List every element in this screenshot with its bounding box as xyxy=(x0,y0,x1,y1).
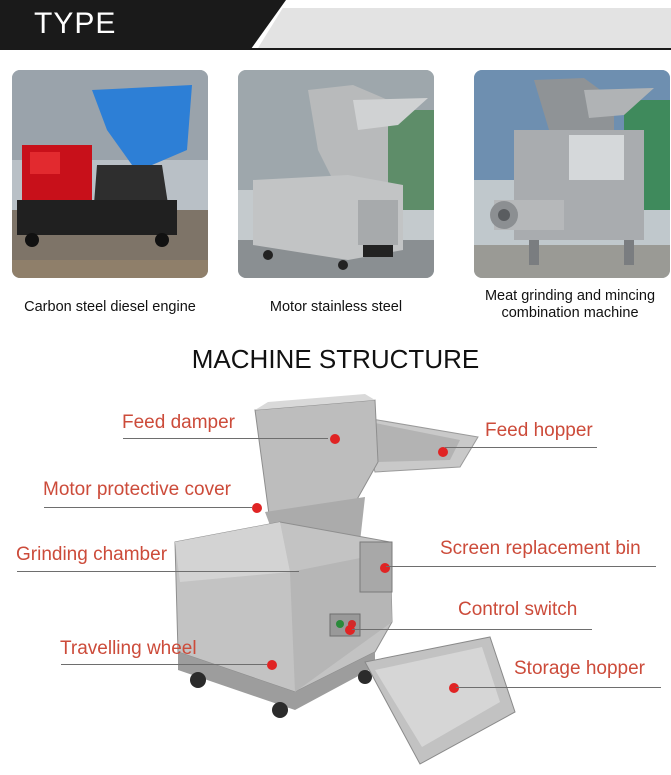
marker-motor-cover xyxy=(252,503,262,513)
leader-motor-cover xyxy=(44,507,252,508)
header-banner-accent xyxy=(258,8,671,48)
product-photo-combination xyxy=(474,70,670,278)
section-title-type: TYPE xyxy=(34,7,117,40)
label-travelling-wheel: Travelling wheel xyxy=(60,638,197,659)
label-feed-hopper: Feed hopper xyxy=(485,420,593,441)
label-feed-damper: Feed damper xyxy=(122,412,236,433)
label-motor-cover: Motor protective cover xyxy=(43,479,231,500)
label-storage-hopper: Storage hopper xyxy=(514,658,645,679)
type-caption-combination: Meat grinding and mincing combination ma… xyxy=(484,288,656,321)
product-photo-stainless xyxy=(238,70,434,278)
type-caption-diesel: Carbon steel diesel engine xyxy=(24,299,196,315)
marker-feed-damper xyxy=(330,434,340,444)
product-photo-diesel xyxy=(12,70,208,278)
label-screen-bin: Screen replacement bin xyxy=(440,538,641,559)
marker-feed-hopper xyxy=(438,447,448,457)
type-caption-stainless: Motor stainless steel xyxy=(269,299,403,315)
header-banner xyxy=(0,0,286,48)
marker-screen-bin xyxy=(380,563,390,573)
leader-feed-hopper xyxy=(445,447,597,448)
leader-storage-hopper xyxy=(456,687,661,688)
label-control-switch: Control switch xyxy=(458,599,578,620)
marker-storage-hopper xyxy=(449,683,459,693)
stainless-crusher-image xyxy=(238,70,434,278)
diesel-crusher-image xyxy=(12,70,208,278)
leader-travelling-wheel xyxy=(61,664,267,665)
label-grinding-chamber: Grinding chamber xyxy=(16,544,168,565)
leader-control-switch xyxy=(352,629,592,630)
section-title-structure: MACHINE STRUCTURE xyxy=(191,344,480,374)
marker-travelling-wheel xyxy=(267,660,277,670)
leader-grinding-chamber xyxy=(17,571,299,572)
header-divider xyxy=(0,48,671,50)
marker-control-switch xyxy=(345,625,355,635)
leader-screen-bin xyxy=(386,566,656,567)
leader-feed-damper xyxy=(123,438,328,439)
machine-structure-image xyxy=(174,394,516,765)
combination-machine-image xyxy=(474,70,670,278)
